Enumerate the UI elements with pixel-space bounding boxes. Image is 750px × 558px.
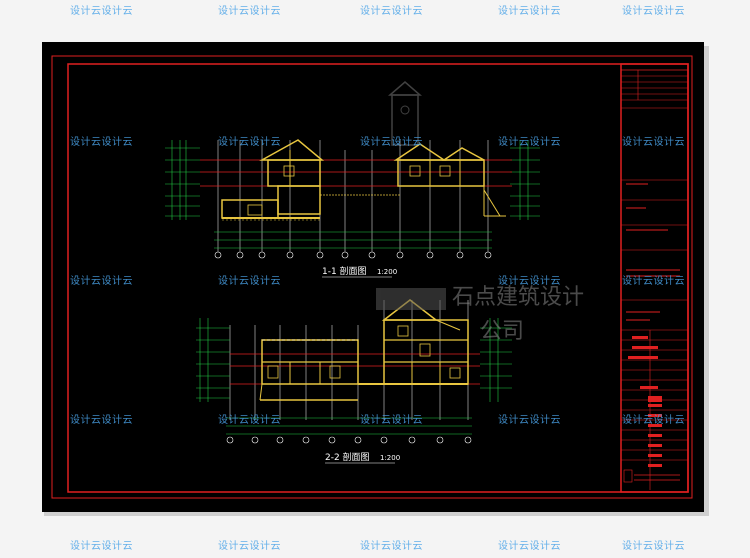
ghost-tower-watermark: [387, 81, 423, 146]
dimension-lines-1: [214, 231, 492, 249]
section-scale-1: 1:200: [377, 268, 397, 276]
watermark-top-1: 设计云设计云: [70, 6, 133, 17]
watermark-bottom-3: 设计云设计云: [360, 541, 423, 552]
watermark-r2-5: 设计云设计云: [622, 276, 685, 287]
watermark-r1-2: 设计云设计云: [218, 137, 281, 148]
building-right-1: [393, 143, 506, 217]
elevation-left-2: [196, 318, 230, 402]
dimension-lines-2: [226, 417, 472, 435]
watermark-r1-4: 设计云设计云: [498, 137, 561, 148]
watermark-bottom-5: 设计云设计云: [622, 541, 685, 552]
outer-border: [51, 55, 693, 499]
watermark-r2-1: 设计云设计云: [70, 276, 133, 287]
building-tower-2: [358, 299, 469, 385]
watermark-r3-3: 设计云设计云: [360, 415, 423, 426]
elevation-right-2: [480, 318, 512, 402]
watermark-r2-4: 设计云设计云: [498, 276, 561, 287]
watermark-r1-5: 设计云设计云: [622, 137, 685, 148]
watermark-r3-2: 设计云设计云: [218, 415, 281, 426]
section-2-2: [196, 299, 512, 444]
watermark-top-4: 设计云设计云: [498, 6, 561, 17]
watermark-top-5: 设计云设计云: [622, 6, 685, 17]
watermark-bottom-1: 设计云设计云: [70, 541, 133, 552]
watermark-r3-4: 设计云设计云: [498, 415, 561, 426]
section-title-1: 1-1 剖面图: [322, 265, 367, 277]
elevation-left-1: [165, 140, 200, 220]
grid-bubbles-1: [214, 251, 492, 259]
watermark-r2-2: 设计云设计云: [218, 276, 281, 287]
elevation-right-1: [510, 140, 540, 220]
watermark-top-3: 设计云设计云: [360, 6, 423, 17]
watermark-r1-3: 设计云设计云: [360, 137, 423, 148]
section-scale-2: 1:200: [380, 454, 400, 462]
watermark-r1-1: 设计云设计云: [70, 137, 133, 148]
overlay-logo-sub: 公司: [480, 319, 524, 344]
building-main-2: [259, 339, 359, 401]
building-left-1: [221, 139, 400, 221]
watermark-bottom-4: 设计云设计云: [498, 541, 561, 552]
section-1-1: [165, 139, 540, 259]
title-block: [620, 63, 689, 493]
grid-bubbles-2: [226, 436, 472, 444]
overlay-logo-text: 石点建筑设计: [452, 285, 584, 310]
watermark-top-2: 设计云设计云: [218, 6, 281, 17]
overlay-logo: 石点建筑设计 公司: [376, 285, 584, 344]
watermark-bottom-2: 设计云设计云: [218, 541, 281, 552]
watermark-r3-5: 设计云设计云: [622, 415, 685, 426]
watermark-r3-1: 设计云设计云: [70, 415, 133, 426]
section-title-2: 2-2 剖面图: [325, 451, 370, 463]
